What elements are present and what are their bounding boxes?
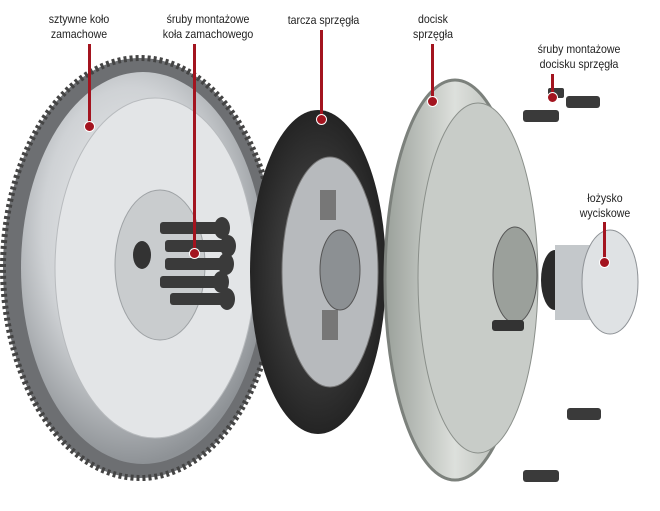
- label-release-bearing: łożysko wyciskowe: [572, 191, 637, 221]
- leader-dot: [84, 121, 95, 132]
- label-line: wyciskowe: [579, 206, 631, 220]
- leader-line: [193, 44, 196, 252]
- flywheel: [0, 55, 280, 481]
- label-line: koła zamachowego: [162, 27, 254, 41]
- leader-line: [551, 74, 554, 96]
- label-line: docisk: [418, 12, 448, 26]
- leader-dot: [599, 257, 610, 268]
- label-pressure-plate-bolts: śruby montażowe docisku sprzęgła: [522, 42, 636, 72]
- leader-dot: [427, 96, 438, 107]
- leader-line: [603, 222, 606, 260]
- leader-line: [431, 44, 434, 100]
- label-line: tarcza sprzęgła: [287, 13, 360, 27]
- release-bearing: [541, 229, 639, 335]
- leader-dot: [316, 114, 327, 125]
- label-line: sprzęgła: [413, 27, 453, 41]
- label-line: śruby montażowe: [537, 42, 621, 56]
- label-line: łożysko: [587, 191, 623, 205]
- leader-dot: [189, 248, 200, 259]
- leader-dot: [547, 92, 558, 103]
- leader-line: [88, 44, 91, 124]
- flywheel-bolts: [160, 217, 236, 310]
- label-line: zamachowe: [50, 27, 108, 41]
- label-line: sztywne koło: [48, 12, 110, 26]
- leader-line: [320, 30, 323, 118]
- pressure-plate: [383, 78, 539, 482]
- label-line: śruby montażowe: [166, 12, 250, 26]
- label-pressure-plate: docisk sprzęgła: [404, 12, 462, 42]
- clutch-disc: [250, 110, 386, 434]
- label-line: docisku sprzęgła: [539, 57, 619, 71]
- label-flywheel: sztywne koło zamachowe: [39, 12, 120, 42]
- label-flywheel-bolts: śruby montażowe koła zamachowego: [151, 12, 265, 42]
- label-clutch-disc: tarcza sprzęgła: [282, 13, 366, 28]
